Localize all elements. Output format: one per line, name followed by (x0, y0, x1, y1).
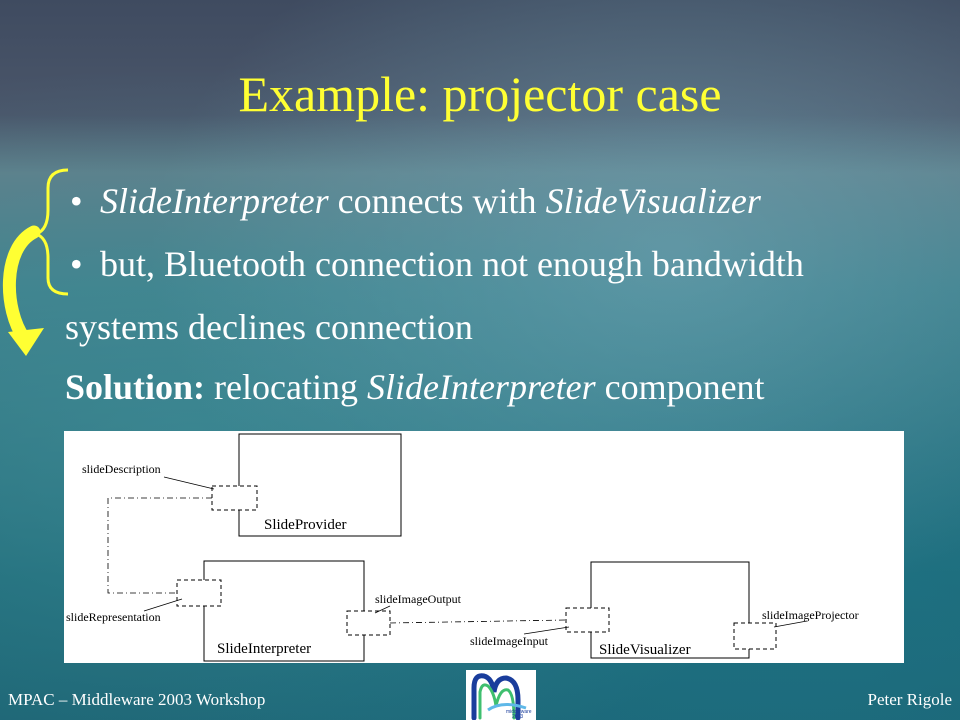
slide-interpreter-label: SlideInterpreter (217, 641, 311, 657)
slide-provider-label: SlideProvider (264, 517, 347, 533)
curved-arrow-icon (3, 168, 69, 356)
slide-interpreter-box (203, 560, 365, 662)
solution-line: Solution: relocating SlideInterpreter co… (65, 366, 765, 408)
middleware-logo-icon: middleware 2003 (471, 673, 532, 720)
slide-provider-box (238, 433, 402, 537)
bullet-2-text: but, Bluetooth connection not enough ban… (100, 244, 804, 284)
slide-representation-port (176, 579, 222, 607)
slide-description-port (211, 485, 258, 511)
bullet-1-italic-start: SlideInterpreter (100, 181, 329, 221)
solution-italic: SlideInterpreter (366, 367, 596, 407)
slide-image-projector-port (733, 622, 777, 650)
middleware-logo: middleware 2003 (466, 670, 536, 720)
footer-right: Peter Rigole (867, 690, 952, 709)
bullet-dot: • (70, 181, 83, 221)
bullet-2: • but, Bluetooth connection not enough ba… (70, 243, 804, 285)
component-diagram-svg: SlideProvider slideDescription SlideInte… (66, 433, 859, 662)
footer-left: MPAC – Middleware 2003 Workshop (8, 690, 266, 709)
slide-visualizer-box (590, 561, 750, 659)
slide-image-input-port (565, 607, 610, 633)
slide-title: Example: projector case (238, 66, 722, 122)
declines-line: systems declines connection (65, 307, 473, 347)
solution-post: component (595, 367, 765, 407)
bullet-1-mid: connects with (328, 181, 546, 221)
solution-label: Solution: (65, 367, 206, 407)
bullet-dot: • (70, 244, 83, 284)
bullet-1: • SlideInterpreter connects with SlideVis… (70, 180, 761, 222)
slide-image-projector-label: slideImageProjector (762, 608, 859, 622)
slide-representation-label: slideRepresentation (66, 610, 161, 624)
slide-description-label: slideDescription (82, 462, 161, 476)
logo-text-2: 2003 (512, 714, 523, 720)
component-diagram: SlideProvider slideDescription SlideInte… (64, 431, 904, 663)
logo-text-1: middleware (506, 709, 532, 715)
bullet-1-italic-end: SlideVisualizer (545, 181, 761, 221)
slide-image-output-port (346, 610, 391, 636)
slide-image-output-label: slideImageOutput (375, 592, 462, 606)
slide-image-input-label: slideImageInput (470, 634, 549, 648)
solution-pre: relocating (205, 367, 367, 407)
slide-visualizer-label: SlideVisualizer (599, 642, 691, 658)
